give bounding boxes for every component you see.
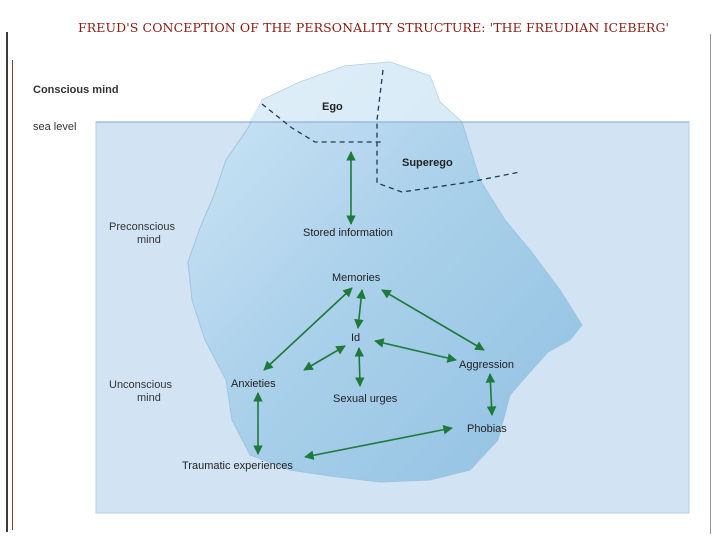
phobias-label: Phobias bbox=[467, 423, 507, 435]
ego-boundary-line bbox=[261, 103, 382, 143]
right-border-line bbox=[710, 34, 711, 534]
iceberg-shape bbox=[187, 61, 583, 483]
superego-label: Superego bbox=[402, 157, 453, 169]
arrow-id-anxieties bbox=[303, 345, 346, 371]
traumatic-experiences-label: Traumatic experiences bbox=[182, 460, 293, 472]
unconscious-label-line2: mind bbox=[137, 392, 161, 404]
page-title: FREUD'S CONCEPTION OF THE PERSONALITY ST… bbox=[78, 20, 670, 35]
superego-boundary-line bbox=[376, 69, 521, 193]
arrow-memories-aggression bbox=[381, 289, 485, 351]
arrow-memories-id bbox=[354, 289, 366, 329]
sea-level-label: sea level bbox=[33, 121, 76, 133]
iceberg-tip bbox=[248, 62, 462, 122]
conscious-mind-label: Conscious mind bbox=[33, 84, 119, 96]
left-border-accent bbox=[12, 60, 13, 530]
aggression-label: Aggression bbox=[459, 359, 514, 371]
arrow-traumatic-phobias bbox=[304, 424, 453, 461]
unconscious-label-line1: Unconscious bbox=[109, 379, 172, 391]
preconscious-label-line2: mind bbox=[137, 234, 161, 246]
sexual-urges-label: Sexual urges bbox=[333, 393, 398, 405]
left-border-line bbox=[6, 32, 8, 532]
id-label: Id bbox=[351, 332, 360, 344]
ego-label: Ego bbox=[322, 101, 343, 113]
memories-label: Memories bbox=[332, 272, 381, 284]
arrow-id-aggression bbox=[374, 338, 457, 363]
preconscious-label-line1: Preconscious bbox=[109, 221, 176, 233]
anxieties-label: Anxieties bbox=[231, 378, 276, 390]
arrow-id-sexual-urges bbox=[354, 347, 365, 387]
arrow-aggression-phobias bbox=[485, 373, 497, 416]
arrow-memories-anxieties bbox=[263, 287, 353, 371]
stored-information-label: Stored information bbox=[303, 227, 393, 239]
